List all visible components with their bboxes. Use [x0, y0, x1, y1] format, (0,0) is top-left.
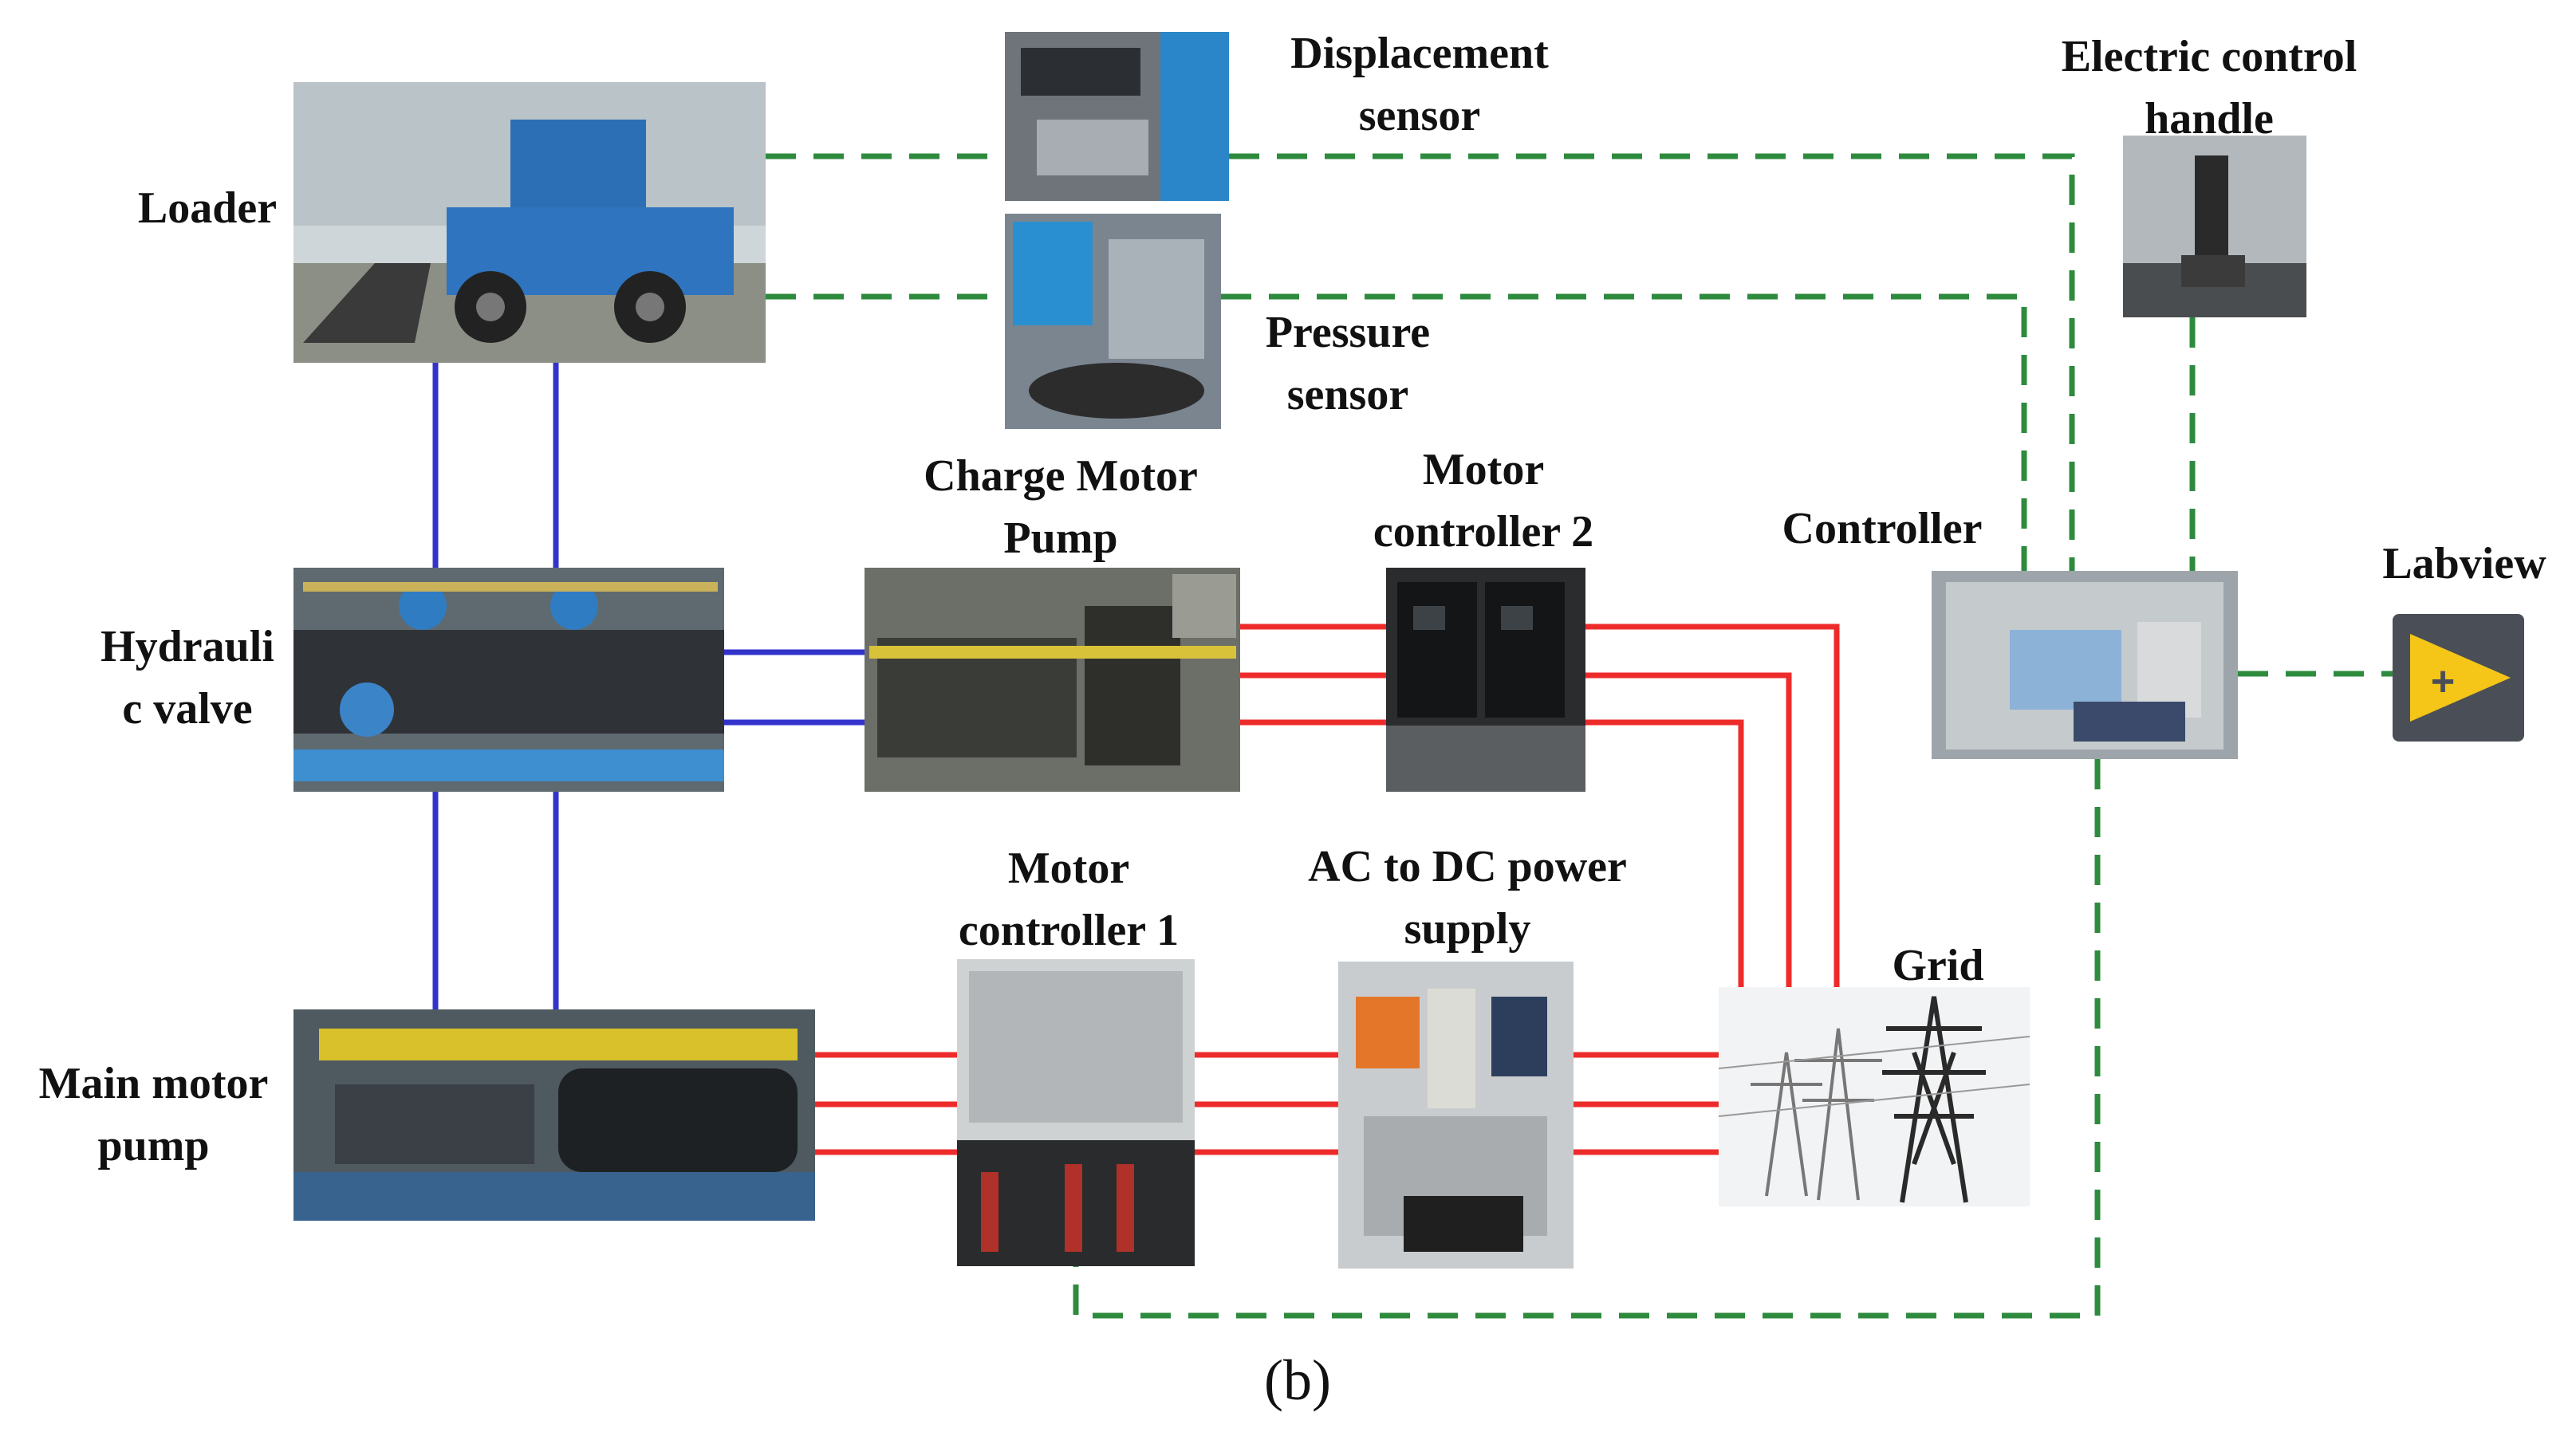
joystick-photo [2123, 136, 2306, 317]
signal-lines [766, 153, 2393, 1319]
main-motor-pump-label: Main motor pump [38, 1059, 269, 1170]
displacement-sensor-photo [1005, 32, 1229, 201]
motor-controller-2-label: Motor controller 2 [1373, 445, 1594, 557]
controller-label: Controller [1782, 504, 1983, 553]
power-tower-photo [1718, 987, 2030, 1206]
labview-icon: + [2393, 614, 2524, 742]
electric-control-handle-label: Electric control handle [2061, 32, 2357, 144]
hydraulic-lines [432, 363, 865, 1009]
loader-label: Loader [137, 183, 278, 233]
pressure-sensor-photo [1005, 214, 1221, 429]
power-supply-photo [1338, 962, 1574, 1269]
charge-motor-pump-photo [865, 568, 1240, 792]
figure-caption: (b) [1264, 1348, 1331, 1412]
charge-motor-pump-label: Charge Motor Pump [924, 451, 1198, 563]
power-lines [815, 624, 1840, 1155]
ac-dc-power-supply-label: AC to DC power supply [1308, 842, 1627, 954]
motor-controller-photo [957, 959, 1195, 1266]
labview-label: Labview [2382, 539, 2546, 588]
signal-line [1221, 293, 2027, 571]
main-motor-pump-photo [293, 1009, 815, 1221]
displacement-sensor-label: Displacement sensor [1290, 29, 1549, 140]
power-line [1585, 719, 1744, 987]
grid-label: Grid [1892, 941, 1984, 990]
pressure-sensor-label: Pressure sensor [1265, 308, 1431, 419]
hydraulic-valve-label: Hydrauli c valve [100, 622, 274, 734]
controller-box-photo [1932, 571, 2238, 759]
signal-line [1073, 759, 2101, 1319]
wheel-loader-photo [293, 82, 766, 363]
signal-line [1229, 153, 2075, 571]
motor-controller-photo [1386, 568, 1585, 792]
power-line [1585, 624, 1840, 987]
hydraulic-valve-photo [293, 568, 724, 792]
power-line [1585, 672, 1792, 987]
motor-controller-1-label: Motor controller 1 [958, 844, 1180, 955]
labview-plus-glyph: + [2431, 659, 2455, 705]
